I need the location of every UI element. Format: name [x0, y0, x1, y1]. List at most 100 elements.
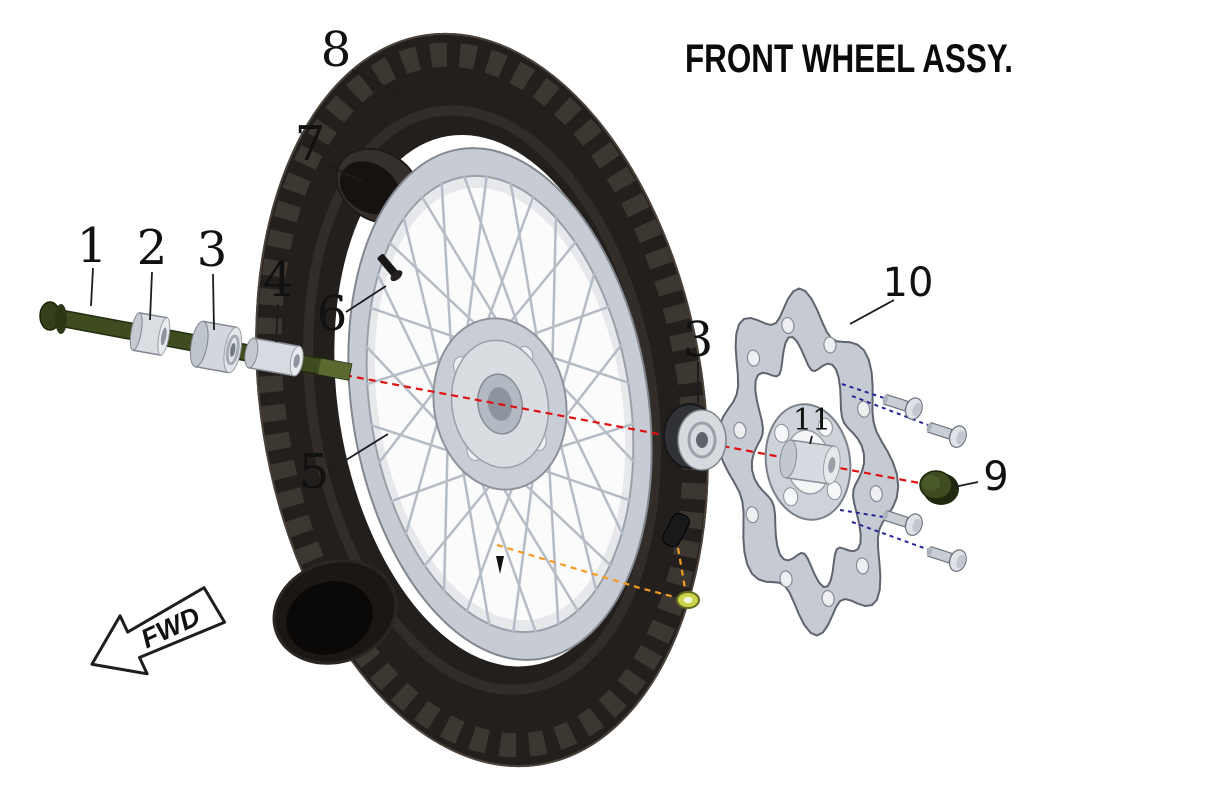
- callout-3b: 3: [683, 312, 714, 368]
- bearing-3-race: [225, 334, 240, 366]
- disc-bolt-hole: [817, 417, 833, 437]
- hub-spacer-11: [779, 439, 841, 485]
- leader-11: [809, 435, 813, 445]
- leader-lines: [90, 69, 979, 488]
- callout-8: 8: [321, 22, 352, 78]
- axle-thread: [318, 358, 352, 380]
- disc-hole: [869, 485, 883, 503]
- spoke-line: [543, 353, 631, 385]
- disc-hole: [746, 349, 761, 367]
- bearing-3b-race: [687, 421, 717, 459]
- spacer-2: [129, 311, 171, 357]
- spoke-line: [369, 423, 457, 455]
- spoke-line: [550, 215, 558, 371]
- spoke-washer: [676, 591, 700, 609]
- callout-5: 5: [299, 444, 330, 500]
- leader-10: [849, 299, 895, 325]
- axle-head-flange: [55, 304, 67, 334]
- damper: [662, 512, 690, 548]
- spoke-line: [376, 383, 442, 465]
- spoke-line: [402, 215, 444, 375]
- spokes: [364, 174, 636, 634]
- callout-1: 1: [77, 218, 108, 274]
- spacer-2-hole: [160, 327, 167, 346]
- callout-3a: 3: [197, 222, 228, 278]
- spacer-2-cap: [129, 312, 143, 351]
- tire-tread: [257, 42, 707, 758]
- disc-hole: [733, 421, 747, 439]
- leader-2: [149, 271, 153, 321]
- spoke-line: [422, 481, 495, 568]
- spoke-line: [499, 482, 580, 613]
- leader-3a: [212, 273, 215, 331]
- disc-hole: [855, 557, 870, 575]
- spoke-line: [375, 272, 441, 403]
- fwd-arrow: FWD: [90, 586, 227, 676]
- spoke-line: [389, 470, 474, 503]
- leader-8: [351, 69, 401, 95]
- fwd-arrow-shape: [90, 586, 227, 676]
- callout-10: 10: [883, 260, 934, 306]
- bearing-3-left: [189, 320, 243, 374]
- spoke-line: [462, 174, 522, 333]
- leader-7: [323, 163, 365, 183]
- spoke-line: [484, 194, 535, 326]
- disc-bolt: [882, 509, 923, 536]
- disc-bolt-hole: [783, 487, 799, 507]
- disc-hole: [745, 506, 759, 524]
- leader-5: [329, 433, 389, 471]
- spoke-line: [538, 467, 632, 502]
- spacer-11-hole: [828, 457, 836, 473]
- disc-holes: [733, 316, 883, 608]
- disc-hole: [823, 336, 837, 354]
- spoke-line: [404, 410, 442, 537]
- spoke-line: [440, 181, 453, 352]
- spoke-line: [368, 306, 462, 341]
- disc-bolt: [926, 421, 967, 448]
- spoke-line: [364, 357, 448, 386]
- spacer-4-cap: [244, 337, 259, 369]
- tire-sidewall-ring: [302, 105, 662, 695]
- bearing-3b-bore: [696, 432, 708, 448]
- bearing-3-right: [663, 403, 727, 471]
- callout-2: 2: [137, 220, 168, 276]
- callout-11: 11: [793, 403, 831, 438]
- orange-guide-line-2: [676, 547, 688, 595]
- spoke-line: [465, 174, 489, 335]
- spoke-line: [465, 482, 516, 614]
- tire-opening: [272, 559, 398, 665]
- assembly-title: FRONT WHEEL ASSY.: [685, 37, 1013, 81]
- callout-6: 6: [317, 286, 348, 342]
- orange-guide-line: [496, 543, 687, 602]
- callout-9: 9: [983, 454, 1008, 500]
- valve-stem-6: [377, 253, 403, 282]
- callout-7: 7: [295, 116, 326, 172]
- damper-body: [662, 512, 690, 548]
- spoke-line: [509, 181, 540, 348]
- spoke-line: [420, 195, 501, 326]
- disc-bolt-hole: [774, 423, 790, 443]
- spoke-line: [558, 343, 624, 425]
- rim-band-opening: [339, 161, 400, 215]
- disc-bolt: [926, 545, 967, 572]
- washer-hole: [683, 596, 693, 604]
- axle-nut-9: [919, 470, 959, 505]
- spacer-11-cap: [779, 439, 798, 479]
- leader-4: [275, 303, 279, 343]
- leader-1: [90, 267, 94, 307]
- disc-hole: [821, 589, 835, 608]
- valve-stem-base: [390, 270, 403, 282]
- spoke-line: [558, 271, 596, 398]
- bearing-3-cap: [189, 320, 209, 368]
- spoke-nipple: [496, 556, 504, 574]
- disc-bolts: [882, 393, 967, 572]
- leader-6: [345, 285, 387, 313]
- spoke-line: [442, 437, 450, 593]
- spoke-line: [505, 240, 578, 327]
- spoke-line: [460, 460, 491, 627]
- spoke-line: [520, 479, 613, 568]
- bolt-guide-line: [839, 509, 903, 521]
- valve-stem-body: [377, 253, 399, 278]
- disc-wavy-ring: [716, 287, 900, 637]
